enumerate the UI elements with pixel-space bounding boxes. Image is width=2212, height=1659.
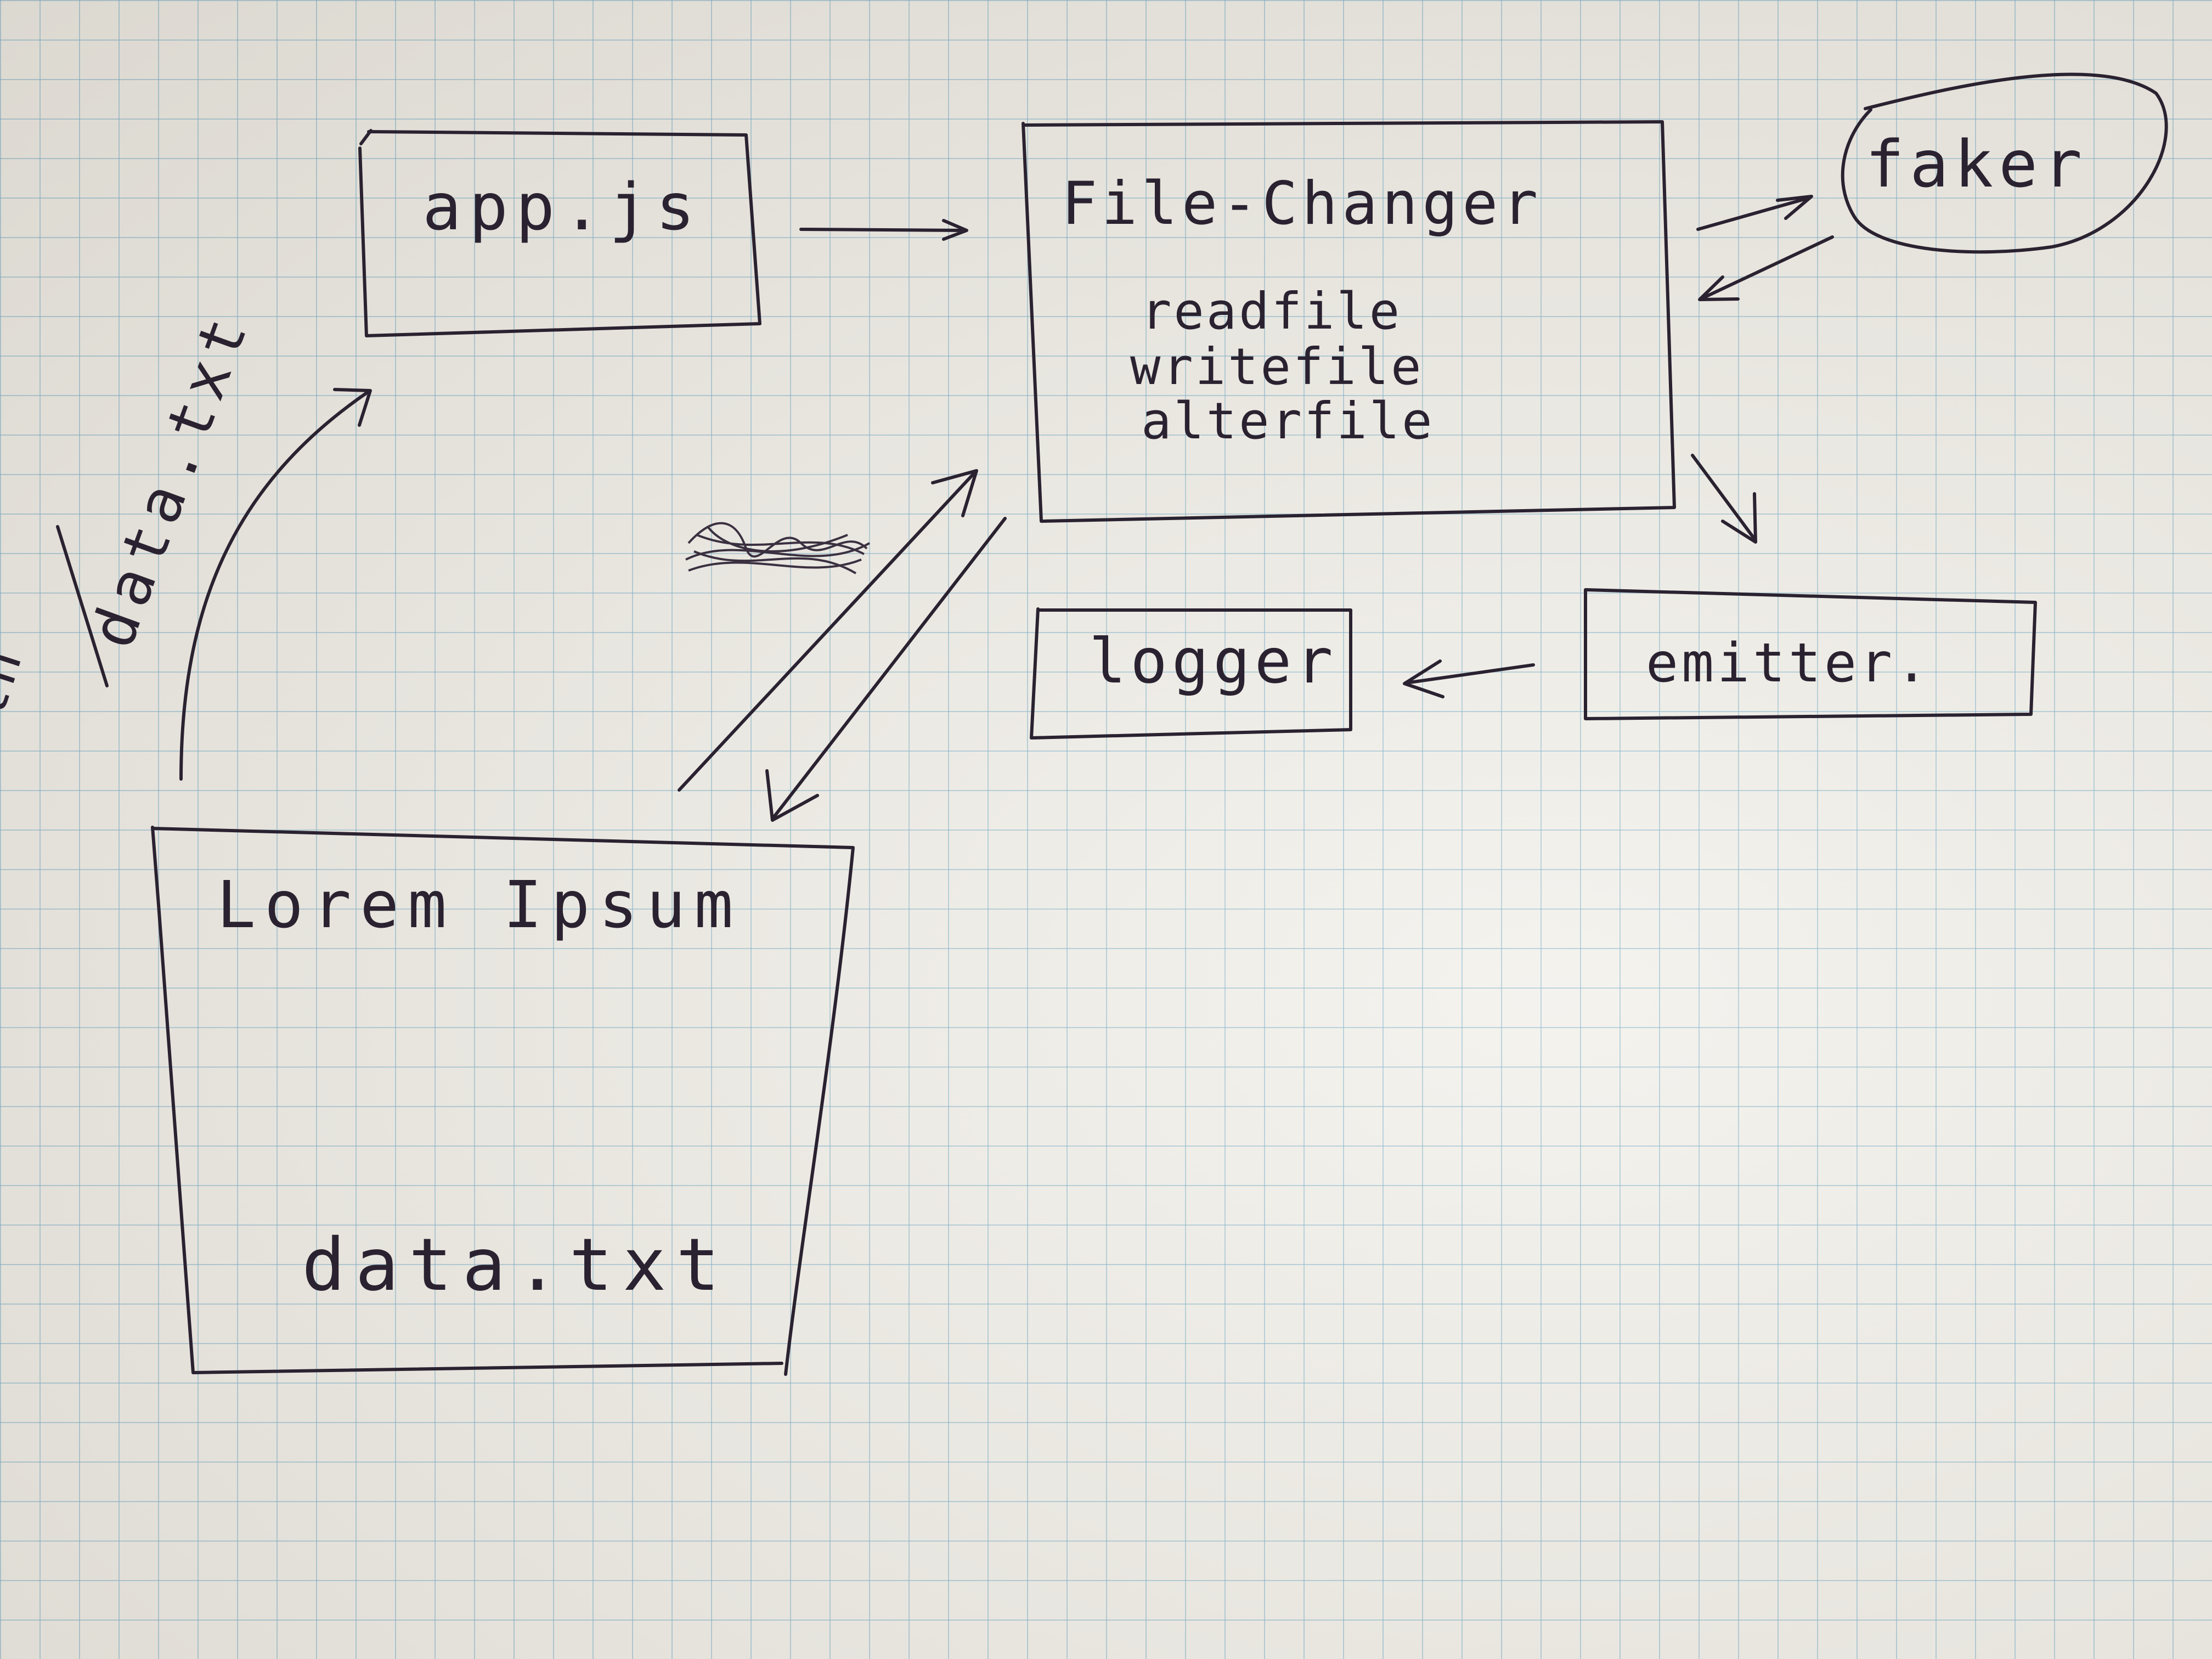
- file-changer-box: [1022, 120, 1676, 523]
- logger-box: [1030, 607, 1352, 740]
- method-readfile: readfile: [1141, 282, 1402, 341]
- arrow-changer-to-emitter: [1691, 454, 1757, 544]
- arrow-app-to-changer: [799, 219, 968, 241]
- faker-label: faker: [1865, 126, 2088, 202]
- lorem-ipsum-file: data.txt: [302, 1223, 730, 1307]
- emitter-box: [1584, 588, 2037, 720]
- arrow-changer-to-faker: [1696, 195, 1813, 231]
- arrow-emitter-to-logger: [1403, 659, 1535, 698]
- label-separator: [56, 525, 109, 687]
- lorem-ipsum-box: [151, 826, 855, 1376]
- method-writefile: writefile: [1130, 337, 1424, 396]
- file-changer-title: File-Changer: [1062, 170, 1543, 238]
- method-alterfile: alterfile: [1141, 392, 1435, 450]
- app-js-box: [358, 129, 761, 337]
- arrow-data-to-app: [179, 388, 372, 781]
- arrow-changer-to-data: [765, 517, 1007, 822]
- arrow-faker-to-changer: [1698, 235, 1834, 301]
- logger-label: logger: [1089, 626, 1338, 697]
- crossed-out-scribble: [685, 522, 870, 574]
- emitter-label: emitter.: [1646, 632, 1932, 695]
- arrow-data-to-changer: [678, 469, 978, 792]
- lorem-ipsum-title: Lorem Ipsum: [217, 867, 742, 943]
- faker-ellipse: [1841, 72, 2168, 254]
- app-js-label: app.js: [422, 169, 703, 245]
